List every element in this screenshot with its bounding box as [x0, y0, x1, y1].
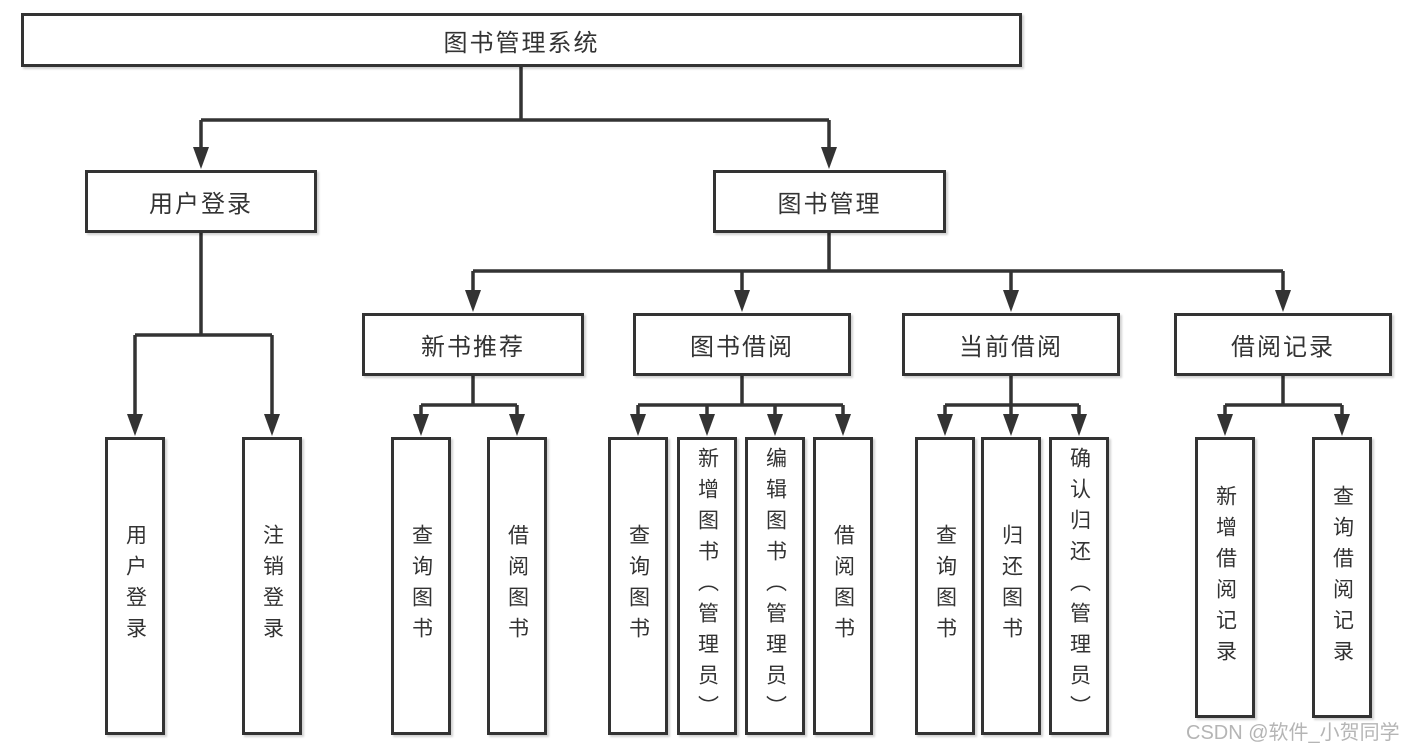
node-leaf-add-borrow-record: 新增借阅记录	[1195, 437, 1255, 718]
connector-new-book-recommend-to-children	[419, 376, 519, 417]
arrowhead	[465, 290, 481, 312]
node-leaf-return-books-label: 归还图书	[999, 524, 1023, 648]
connector-user-login-to-children	[133, 232, 274, 417]
arrowheads	[127, 147, 1350, 436]
node-user-login: 用户登录	[85, 170, 317, 233]
node-leaf-query-books-recommend-label: 查询图书	[409, 524, 433, 648]
node-leaf-edit-books-admin-label: 编辑图书（管理员）	[763, 446, 787, 726]
connector-current-borrow-to-children	[943, 376, 1081, 417]
arrowhead	[1275, 290, 1291, 312]
connector-book-management-to-children	[471, 232, 1285, 293]
arrowhead	[1217, 414, 1233, 436]
arrowhead	[127, 414, 143, 436]
node-leaf-borrow-books-label: 借阅图书	[831, 524, 855, 648]
arrowhead	[1334, 414, 1350, 436]
node-borrow-records: 借阅记录	[1174, 313, 1392, 376]
arrowhead	[821, 147, 837, 169]
node-book-management-label: 图书管理	[777, 191, 882, 218]
arrowhead	[1071, 414, 1087, 436]
arrowhead	[193, 147, 209, 169]
node-leaf-query-borrow-record-label: 查询借阅记录	[1330, 484, 1354, 671]
node-leaf-query-books-current-label: 查询图书	[933, 524, 957, 648]
node-book-borrow: 图书借阅	[633, 313, 851, 376]
arrowhead	[509, 414, 525, 436]
node-leaf-query-books-current: 查询图书	[915, 437, 975, 735]
node-leaf-user-login: 用户登录	[105, 437, 165, 735]
csdn-watermark: CSDN @软件_小贺同学	[1186, 722, 1400, 744]
arrowhead	[937, 414, 953, 436]
node-leaf-query-books-borrow-label: 查询图书	[626, 524, 650, 648]
node-leaf-add-books-admin-label: 新增图书（管理员）	[695, 446, 719, 726]
node-leaf-confirm-return-admin: 确认归还（管理员）	[1049, 437, 1109, 735]
node-leaf-logout-label: 注销登录	[260, 524, 284, 648]
node-current-borrow: 当前借阅	[902, 313, 1120, 376]
arrowhead	[1003, 414, 1019, 436]
node-root: 图书管理系统	[21, 13, 1022, 67]
node-new-book-recommend-label: 新书推荐	[421, 334, 525, 361]
node-leaf-return-books: 归还图书	[981, 437, 1041, 735]
node-leaf-confirm-return-admin-label: 确认归还（管理员）	[1067, 446, 1091, 726]
node-leaf-borrow-books: 借阅图书	[813, 437, 873, 735]
node-leaf-borrow-books-recommend: 借阅图书	[487, 437, 547, 735]
node-root-label: 图书管理系统	[443, 29, 600, 57]
node-leaf-edit-books-admin: 编辑图书（管理员）	[745, 437, 805, 735]
node-user-login-label: 用户登录	[149, 191, 253, 218]
arrowhead	[699, 414, 715, 436]
node-leaf-logout: 注销登录	[242, 437, 302, 735]
arrowhead	[630, 414, 646, 436]
node-leaf-query-borrow-record: 查询借阅记录	[1312, 437, 1372, 718]
node-book-borrow-label: 图书借阅	[690, 334, 794, 361]
arrowhead	[264, 414, 280, 436]
connector-borrow-records-to-children	[1223, 376, 1344, 417]
node-current-borrow-label: 当前借阅	[959, 334, 1063, 361]
arrowhead	[413, 414, 429, 436]
arrowhead	[1003, 290, 1019, 312]
arrowhead	[734, 290, 750, 312]
connector-book-borrow-to-children	[636, 376, 845, 417]
node-leaf-query-books-recommend: 查询图书	[391, 437, 451, 735]
node-book-management: 图书管理	[713, 170, 946, 233]
node-leaf-add-books-admin: 新增图书（管理员）	[677, 437, 737, 735]
node-leaf-query-books-borrow: 查询图书	[608, 437, 668, 735]
node-new-book-recommend: 新书推荐	[362, 313, 584, 376]
node-borrow-records-label: 借阅记录	[1231, 334, 1335, 361]
connector-root-to-level2	[199, 67, 831, 150]
arrowhead	[835, 414, 851, 436]
arrowhead	[767, 414, 783, 436]
node-leaf-add-borrow-record-label: 新增借阅记录	[1213, 484, 1237, 671]
node-leaf-user-login-label: 用户登录	[123, 524, 147, 648]
node-leaf-borrow-books-recommend-label: 借阅图书	[505, 524, 529, 648]
